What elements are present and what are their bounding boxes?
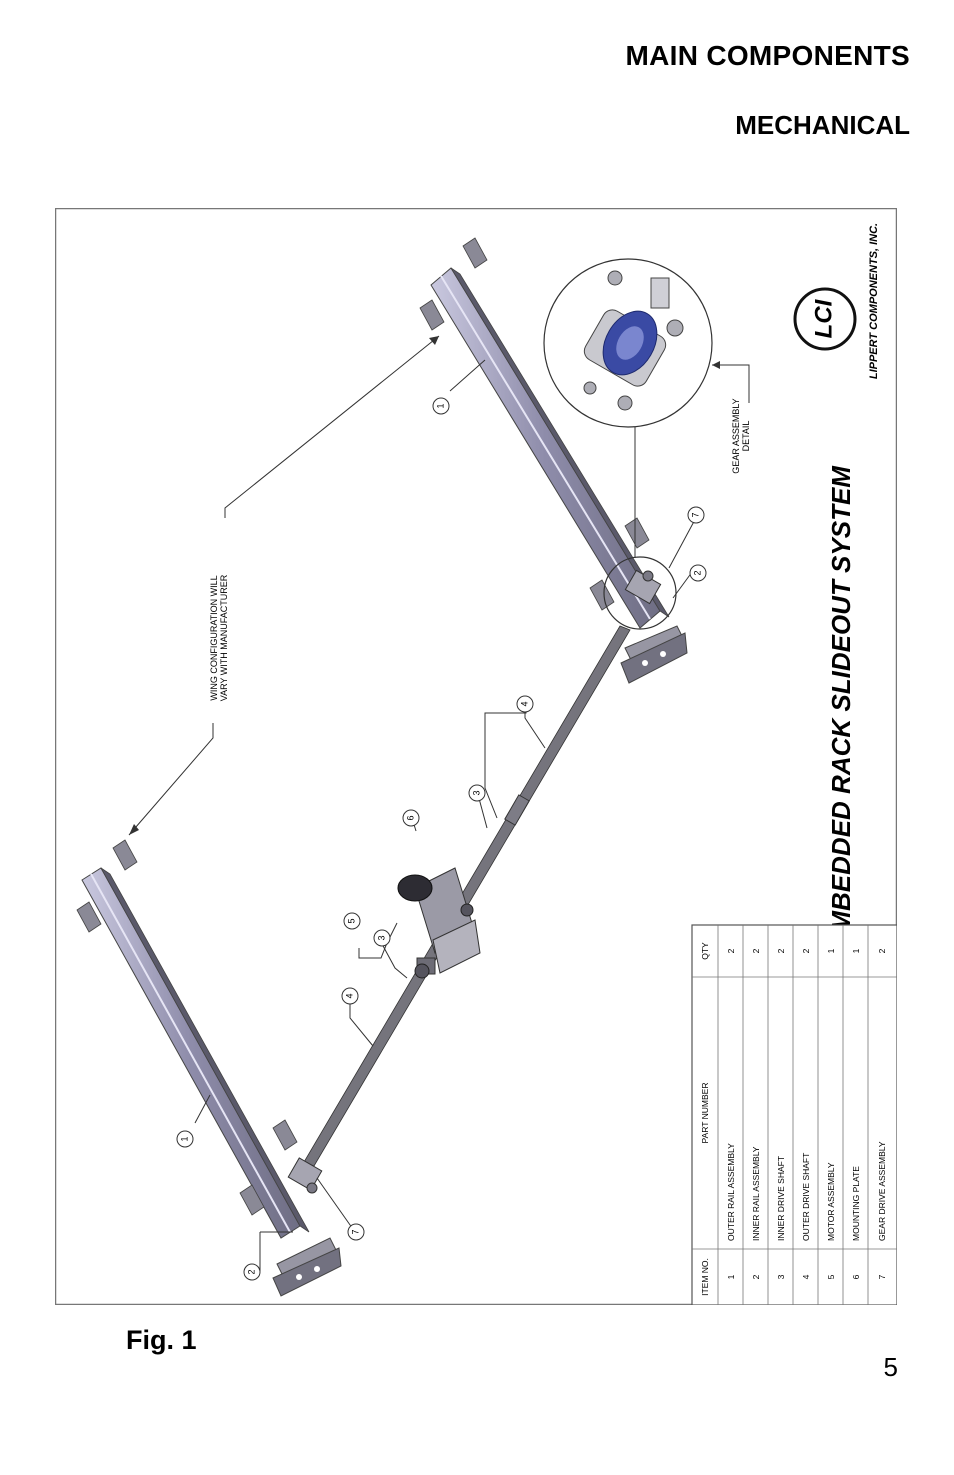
svg-text:1: 1 [435, 403, 445, 408]
svg-text:1: 1 [179, 1136, 189, 1141]
callout-4-left: 4 [341, 987, 359, 1005]
table-cell: 2 [726, 948, 736, 953]
figure-caption: Fig. 1 [126, 1325, 197, 1355]
svg-text:2: 2 [246, 1269, 256, 1274]
callout-3-left: 3 [373, 929, 391, 947]
gear-drive-lower [287, 1157, 323, 1194]
table-cell: 1 [726, 1274, 736, 1279]
table-cell: 2 [801, 948, 811, 953]
table-cell: 2 [877, 948, 887, 953]
callout-2-upper: 2 [689, 564, 707, 582]
system-title: EMBEDDED RACK SLIDEOUT SYSTEM [826, 465, 856, 950]
callout-4-right: 4 [516, 695, 534, 713]
table-cell: MOTOR ASSEMBLY [826, 1162, 836, 1241]
svg-text:6: 6 [405, 815, 415, 820]
gear-drive-upper [603, 556, 677, 630]
parts-table: ITEM NO. PART NUMBER QTY 1 OUTER RAIL AS… [691, 924, 897, 1305]
callout-2-lower: 2 [243, 1263, 261, 1281]
page-title: MAIN COMPONENTS [625, 40, 910, 71]
table-cell: GEAR DRIVE ASSEMBLY [877, 1141, 887, 1241]
gear-note-line-1: GEAR ASSEMBLY [731, 398, 741, 473]
svg-text:2: 2 [692, 570, 702, 575]
lci-logo: LCI [793, 287, 857, 351]
outer-rail-upper [419, 237, 670, 629]
gear-note-line-2: DETAIL [741, 421, 751, 452]
table-cell: 1 [851, 948, 861, 953]
table-cell: 5 [826, 1274, 836, 1279]
table-cell: 7 [877, 1274, 887, 1279]
table-cell: OUTER RAIL ASSEMBLY [726, 1143, 736, 1241]
outer-rail-lower [76, 839, 310, 1239]
figure-drawing: 1 1 2 2 3 3 4 4 5 6 7 7 WING CONFIGURATI… [55, 208, 897, 1305]
table-cell: 3 [776, 1274, 786, 1279]
wing-note-line-1: WING CONFIGURATION WILL [209, 575, 219, 700]
page-number: 5 [883, 1352, 898, 1382]
callout-1-lower: 1 [176, 1130, 194, 1148]
table-cell: 2 [751, 948, 761, 953]
motor-assembly [397, 867, 481, 979]
table-cell: MOUNTING PLATE [851, 1166, 861, 1241]
callout-7-upper: 7 [687, 506, 705, 524]
table-cell: 2 [776, 948, 786, 953]
svg-text:3: 3 [376, 935, 386, 940]
table-header-item: ITEM NO. [700, 1258, 710, 1296]
table-cell: 2 [751, 1274, 761, 1279]
svg-text:3: 3 [471, 790, 481, 795]
svg-text:LCI: LCI [810, 298, 837, 338]
callout-1-upper: 1 [432, 397, 450, 415]
callout-6: 6 [402, 809, 420, 827]
table-header-part: PART NUMBER [700, 1083, 710, 1144]
svg-text:4: 4 [519, 701, 529, 706]
svg-text:7: 7 [350, 1229, 360, 1234]
callout-5: 5 [343, 912, 361, 930]
wing-note-line-2: VARY WITH MANUFACTURER [219, 574, 229, 701]
table-cell: INNER DRIVE SHAFT [776, 1156, 786, 1241]
inner-rail-bracket-lower [272, 1237, 342, 1297]
svg-text:5: 5 [346, 918, 356, 923]
table-cell: 6 [851, 1274, 861, 1279]
callout-7-lower: 7 [347, 1223, 365, 1241]
inner-rail-bracket-upper [620, 625, 688, 684]
company-name: LIPPERT COMPONENTS, INC. [868, 223, 880, 379]
table-cell: OUTER DRIVE SHAFT [801, 1153, 811, 1241]
wing-note-leader [128, 335, 440, 836]
table-cell: 1 [826, 948, 836, 953]
table-cell: INNER RAIL ASSEMBLY [751, 1146, 761, 1241]
svg-text:4: 4 [344, 993, 354, 998]
svg-text:7: 7 [690, 512, 700, 517]
table-header-qty: QTY [700, 942, 710, 960]
gear-assembly-detail [543, 258, 750, 558]
callout-3-right: 3 [468, 784, 486, 802]
table-cell: 4 [801, 1274, 811, 1279]
section-subtitle: MECHANICAL [735, 110, 910, 140]
